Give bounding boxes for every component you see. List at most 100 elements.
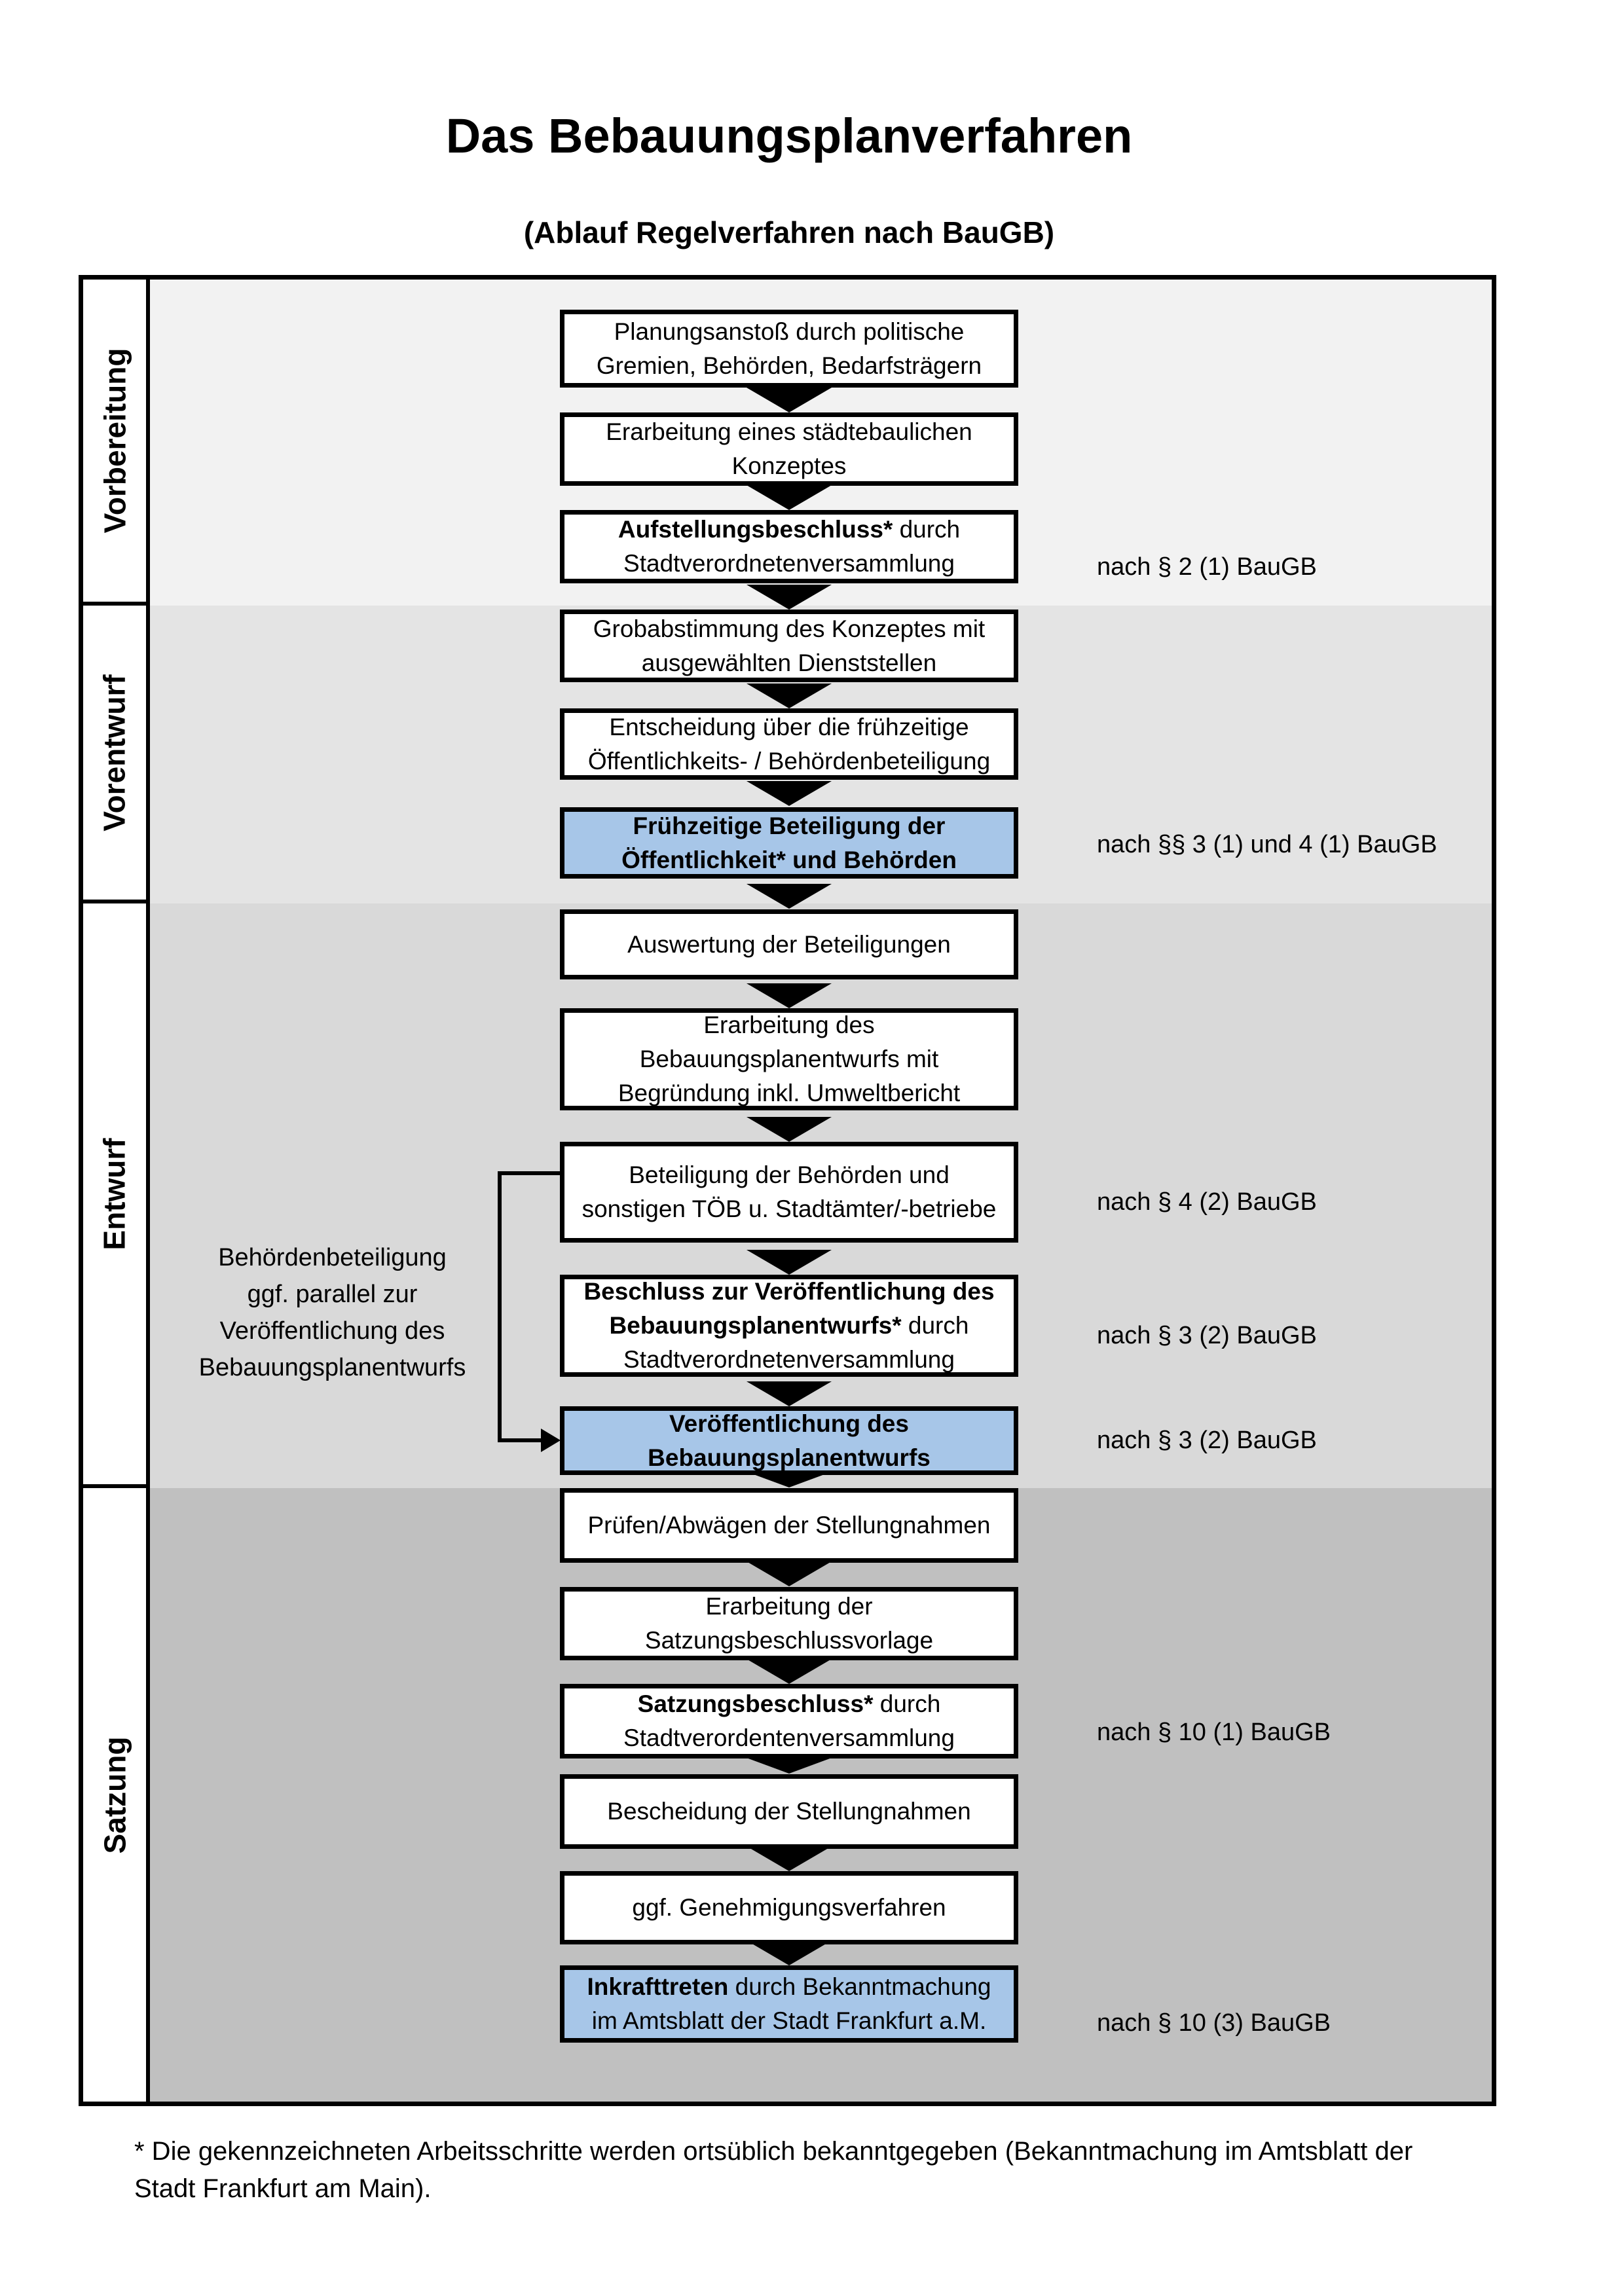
step-text: Beteiligung der Behörden und <box>629 1161 950 1188</box>
step-line: Auswertung der Beteiligungen <box>564 928 1014 962</box>
step-line: Konzeptes <box>564 449 1014 483</box>
step-line: Erarbeitung des <box>564 1008 1014 1042</box>
step-text-bold: Aufstellungsbeschluss* <box>618 516 893 543</box>
parallel-note-line: Behördenbeteiligung <box>218 1244 447 1271</box>
step-text: durch <box>873 1690 941 1717</box>
step-veroeffentlichung-entwurf-highlighted: Veröffentlichung des Bebauungsplanentwur… <box>560 1406 1018 1475</box>
step-text: Stadtverordentenversammlung <box>623 1724 955 1751</box>
step-satzungsbeschlussvorlage: Erarbeitung der Satzungsbeschlussvorlage <box>560 1587 1018 1660</box>
step-line: Grobabstimmung des Konzeptes mit <box>564 612 1014 646</box>
flow-arrow-down-icon <box>747 1381 832 1406</box>
step-auswertung-beteiligungen: Auswertung der Beteiligungen <box>560 909 1018 979</box>
legal-reference: nach § 2 (1) BauGB <box>1097 553 1317 581</box>
step-line: Beschluss zur Veröffentlichung des <box>564 1275 1014 1309</box>
step-line: sonstigen TÖB u. Stadtämter/-betriebe <box>564 1192 1014 1226</box>
step-line: Erarbeitung der <box>564 1590 1014 1624</box>
flow-arrow-down-icon <box>747 388 832 412</box>
step-text: sonstigen TÖB u. Stadtämter/-betriebe <box>581 1195 997 1222</box>
step-text: Planungsanstoß durch politische <box>614 318 965 345</box>
step-line: Satzungsbeschluss* durch <box>564 1687 1014 1721</box>
step-text-bold: Bebauungsplanentwurfs <box>648 1444 931 1471</box>
flow-arrow-down-icon <box>747 1472 832 1487</box>
flow-arrow-down-icon <box>747 683 832 708</box>
step-line: Stadtverordnetenversammlung <box>564 1343 1014 1377</box>
step-line: Satzungsbeschlussvorlage <box>564 1624 1014 1658</box>
step-text: Prüfen/Abwägen der Stellungnahmen <box>587 1512 991 1539</box>
legal-reference: nach §§ 3 (1) und 4 (1) BauGB <box>1097 831 1437 858</box>
step-pruefen-abwaegen: Prüfen/Abwägen der Stellungnahmen <box>560 1488 1018 1563</box>
phase-cell-satzung: Satzung <box>83 1488 146 2102</box>
flow-arrow-down-icon <box>747 485 832 510</box>
flow-arrow-down-icon <box>747 983 832 1008</box>
step-text: Auswertung der Beteiligungen <box>627 930 951 958</box>
phase-cell-vorbereitung: Vorbereitung <box>83 280 146 606</box>
step-text: Konzeptes <box>731 452 847 479</box>
step-line: Frühzeitige Beteiligung der <box>564 809 1014 843</box>
step-text: Öffentlichkeits- / Behördenbeteiligung <box>587 747 991 774</box>
step-text: Bebauungsplanentwurfs mit <box>639 1046 939 1072</box>
phase-cell-entwurf: Entwurf <box>83 903 146 1488</box>
flow-arrow-down-icon <box>747 1941 832 1965</box>
step-text-bold: Frühzeitige Beteiligung der <box>633 812 946 839</box>
step-satzungsbeschluss: Satzungsbeschluss* durch Stadtverordente… <box>560 1684 1018 1758</box>
step-text: durch <box>901 1312 969 1339</box>
step-text-bold: Veröffentlichung des <box>669 1410 909 1437</box>
diagram-subtitle: (Ablauf Regelverfahren nach BauGB) <box>523 215 1055 249</box>
step-text: Bescheidung der Stellungnahmen <box>607 1798 971 1825</box>
step-line: Öffentlichkeit* und Behörden <box>564 843 1014 877</box>
step-text-bold: Beschluss zur Veröffentlichung des <box>583 1278 995 1305</box>
legal-reference: nach § 4 (2) BauGB <box>1097 1188 1317 1216</box>
step-text: Erarbeitung des <box>703 1011 875 1038</box>
legal-reference: nach § 10 (3) BauGB <box>1097 2009 1331 2037</box>
step-text: im Amtsblatt der Stadt Frankfurt a.M. <box>591 2007 987 2034</box>
diagram-frame <box>79 275 1496 2106</box>
step-text: Gremien, Behörden, Bedarfsträgern <box>596 352 982 379</box>
step-aufstellungsbeschluss: Aufstellungsbeschluss* durch Stadtverord… <box>560 510 1018 583</box>
step-text: Erarbeitung der <box>705 1593 873 1620</box>
step-line: Inkrafttreten durch Bekanntmachung <box>564 1970 1014 2004</box>
flow-arrow-down-icon <box>747 1846 832 1871</box>
step-text: Erarbeitung eines städtebaulichen <box>606 418 972 445</box>
parallel-connector-top-line <box>498 1171 561 1175</box>
step-line: Veröffentlichung des <box>564 1407 1014 1441</box>
step-line: ggf. Genehmigungsverfahren <box>564 1891 1014 1925</box>
step-text: durch Bekanntmachung <box>728 1973 991 2000</box>
step-line: Gremien, Behörden, Bedarfsträgern <box>564 349 1014 383</box>
step-inkrafttreten-highlighted: Inkrafttreten durch Bekanntmachung im Am… <box>560 1965 1018 2043</box>
footnote: * Die gekennzeichneten Arbeitsschritte w… <box>134 2137 1413 2203</box>
step-text-bold: Inkrafttreten <box>587 1973 729 2000</box>
phase-cell-vorentwurf: Vorentwurf <box>83 606 146 903</box>
step-text: Satzungsbeschlussvorlage <box>644 1627 934 1654</box>
step-entscheidung-fruehzeitige-beteiligung: Entscheidung über die frühzeitige Öffent… <box>560 708 1018 780</box>
step-line: Bebauungsplanentwurfs mit <box>564 1042 1014 1076</box>
step-text-bold: Bebauungsplanentwurfs* <box>609 1312 902 1339</box>
step-line: Stadtverordentenversammlung <box>564 1721 1014 1755</box>
step-text: Stadtverordnetenversammlung <box>623 1346 955 1373</box>
step-line: Bebauungsplanentwurfs <box>564 1441 1014 1475</box>
step-line: Bebauungsplanentwurfs* durch <box>564 1309 1014 1343</box>
step-line: ausgewählten Dienststellen <box>564 646 1014 680</box>
flow-arrow-down-icon <box>747 1561 832 1586</box>
step-text: durch <box>893 516 961 543</box>
step-line: im Amtsblatt der Stadt Frankfurt a.M. <box>564 2004 1014 2038</box>
step-staedtebauliches-konzept: Erarbeitung eines städtebaulichen Konzep… <box>560 412 1018 486</box>
diagram-title: Das Bebauungsplanverfahren <box>445 109 1133 163</box>
parallel-note: Behördenbeteiligung ggf. parallel zur Ve… <box>154 1239 511 1386</box>
parallel-note-line: ggf. parallel zur <box>247 1281 418 1308</box>
flow-arrow-down-icon <box>747 1250 832 1275</box>
step-text-bold: Satzungsbeschluss* <box>637 1690 874 1717</box>
flow-arrow-down-icon <box>747 1117 832 1142</box>
step-line: Bescheidung der Stellungnahmen <box>564 1795 1014 1829</box>
step-erarbeitung-bebauungsplanentwurf: Erarbeitung des Bebauungsplanentwurfs mi… <box>560 1008 1018 1110</box>
legal-reference: nach § 3 (2) BauGB <box>1097 1322 1317 1349</box>
step-line: Planungsanstoß durch politische <box>564 315 1014 349</box>
step-planungsanstoss: Planungsanstoß durch politische Gremien,… <box>560 310 1018 388</box>
step-text: Begründung inkl. Umweltbericht <box>618 1080 961 1106</box>
step-text: Stadtverordnetenversammlung <box>623 550 955 577</box>
step-line: Entscheidung über die frühzeitige <box>564 710 1014 744</box>
step-grobabstimmung: Grobabstimmung des Konzeptes mit ausgewä… <box>560 610 1018 682</box>
legal-reference: nach § 10 (1) BauGB <box>1097 1719 1331 1746</box>
parallel-note-line: Bebauungsplanentwurfs <box>198 1354 466 1381</box>
legal-reference: nach § 3 (2) BauGB <box>1097 1427 1317 1454</box>
